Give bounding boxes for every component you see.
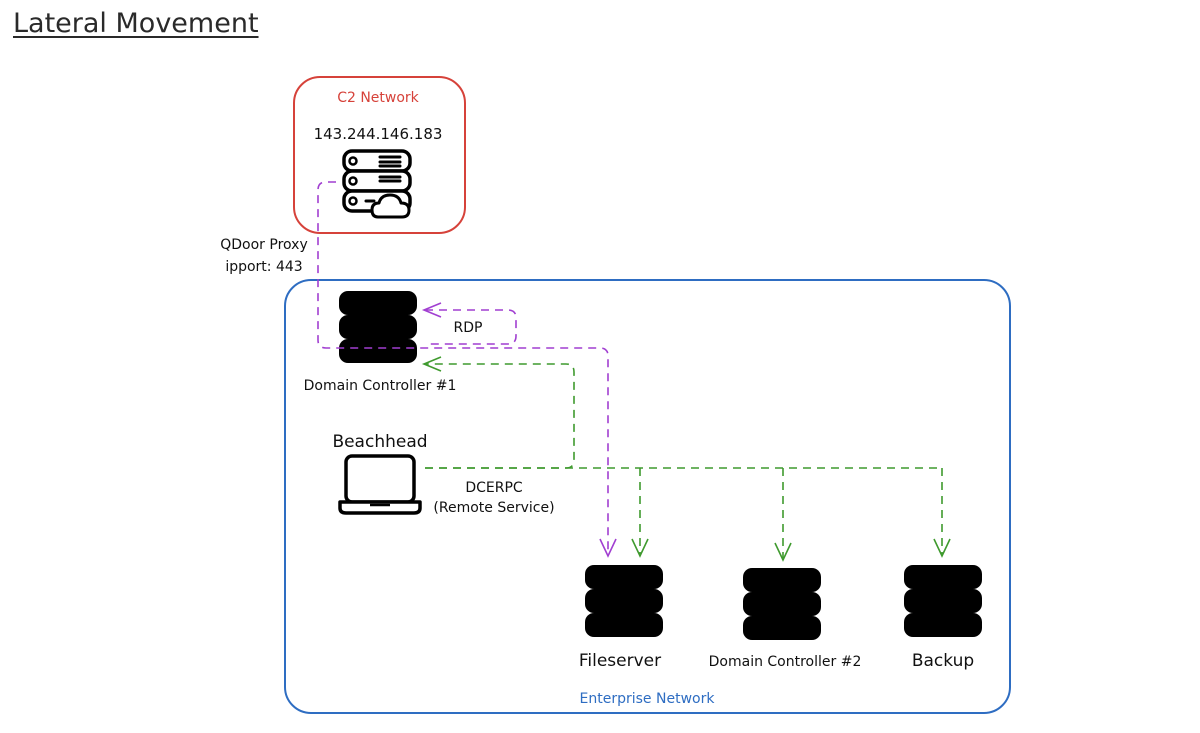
proxy-label-line2: ipport: 443 xyxy=(225,259,302,275)
proxy-label-line1: QDoor Proxy xyxy=(220,237,308,253)
fileserver-label: Fileserver xyxy=(579,651,661,671)
backup-label: Backup xyxy=(912,651,974,671)
server-icon xyxy=(904,565,982,637)
beachhead-label: Beachhead xyxy=(332,432,427,452)
rdp-label: RDP xyxy=(454,320,483,336)
enterprise-network-label: Enterprise Network xyxy=(580,691,716,707)
dc2-label: Domain Controller #2 xyxy=(709,654,862,670)
c2-network-label: C2 Network xyxy=(337,90,419,106)
arrow-rdp-to-dc1 xyxy=(421,302,442,318)
c2-network-boundary xyxy=(293,76,466,234)
laptop-icon xyxy=(338,454,422,515)
dcerpc-label-line2: (Remote Service) xyxy=(433,500,554,516)
arrow-to-fileserver-green xyxy=(631,538,649,558)
arrow-to-dc1-green xyxy=(421,356,442,372)
rdp-path xyxy=(425,309,517,345)
enterprise-network-boundary xyxy=(284,279,1011,714)
server-cloud-icon xyxy=(342,149,412,219)
proxy-path xyxy=(317,181,609,556)
server-icon xyxy=(339,291,417,363)
dcerpc-label-line1: DCERPC xyxy=(465,480,523,496)
server-icon xyxy=(743,568,821,640)
dc1-label: Domain Controller #1 xyxy=(304,378,457,394)
c2-ip-label: 143.244.146.183 xyxy=(314,125,443,143)
server-icon xyxy=(585,565,663,637)
arrow-to-fileserver-purple xyxy=(599,538,617,558)
page-title: Lateral Movement xyxy=(13,8,259,39)
arrow-to-dc2-green xyxy=(774,542,792,562)
arrow-to-backup-green xyxy=(933,538,951,558)
